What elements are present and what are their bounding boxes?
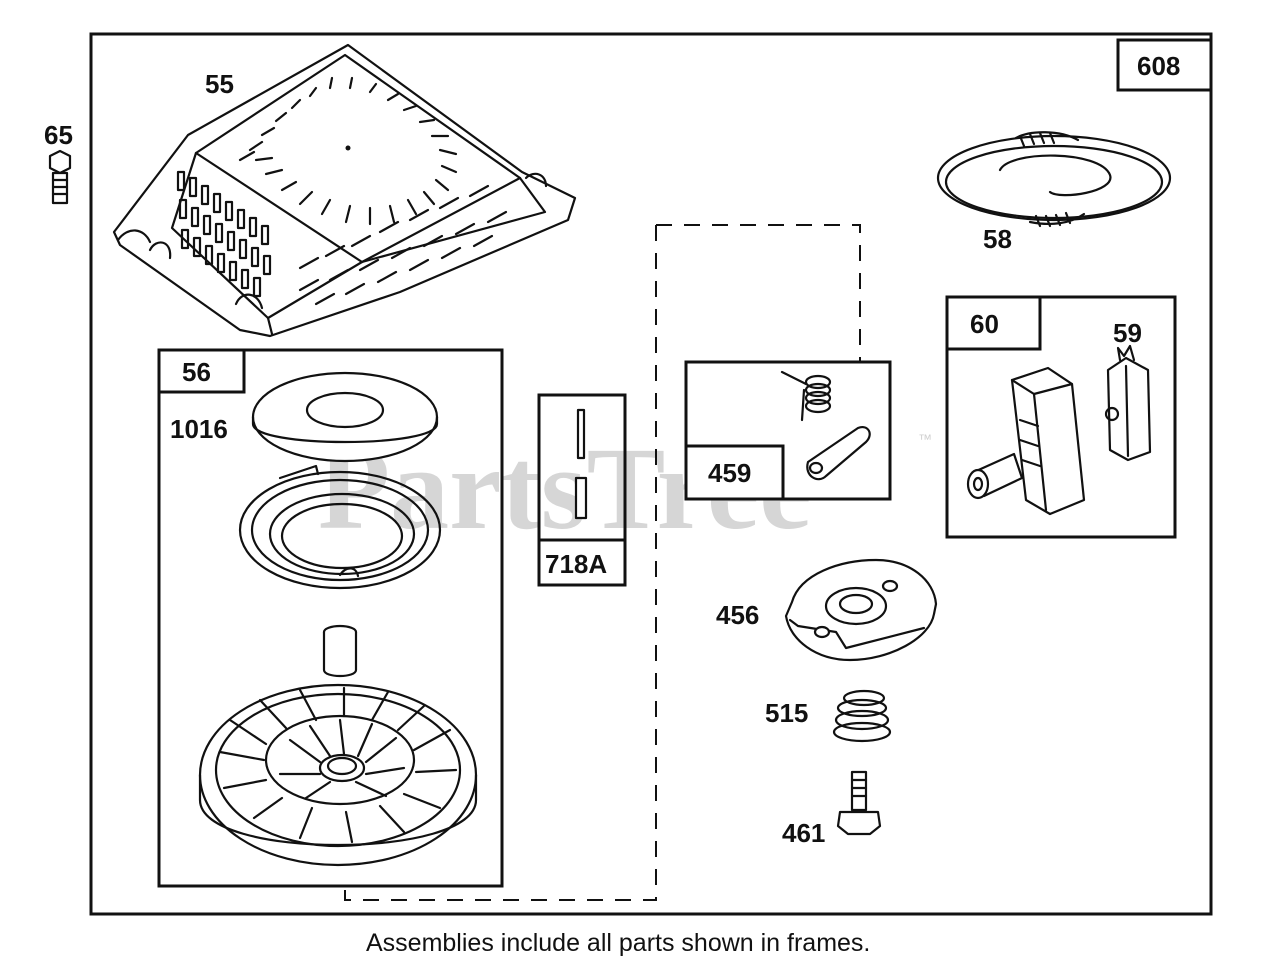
- outer-frame: [89, 32, 1213, 916]
- frame-718a: [537, 393, 627, 587]
- label-65: 65: [44, 120, 73, 150]
- part-1016-washer: [251, 371, 439, 463]
- pulley-pin: [322, 624, 358, 678]
- recoil-spring: [238, 464, 442, 590]
- rope-coil-marks: [1018, 131, 1072, 228]
- bolt-head: [48, 149, 72, 175]
- part-515-spring: 515: [765, 689, 892, 743]
- assembly-connector-lines: [344, 224, 861, 901]
- assembly-box-459: 459: [684, 360, 892, 501]
- connector-top: [656, 224, 861, 362]
- label-461: 461: [782, 818, 825, 848]
- assembly-box-60: 60 59: [945, 295, 1177, 539]
- label-55: 55: [205, 69, 234, 99]
- part-65-bolt: 65: [44, 120, 73, 205]
- caption: Assemblies include all parts shown in fr…: [366, 929, 870, 957]
- roll-pin: [576, 408, 586, 460]
- pawl: [806, 426, 871, 481]
- part-58-starter-rope: 58: [936, 131, 1172, 254]
- label-608: 608: [1137, 51, 1180, 81]
- watermark-trademark: ™: [918, 431, 932, 447]
- frame-60: [945, 295, 1177, 539]
- assembly-box-608: 608: [1116, 38, 1213, 92]
- box-60: [945, 295, 1042, 351]
- side-vent-slots-left: [176, 170, 272, 298]
- label-58: 58: [983, 224, 1012, 254]
- side-vent-slots-right: [298, 184, 508, 306]
- connector-left: [344, 225, 657, 901]
- label-456: 456: [716, 600, 759, 630]
- dowel-pin: [574, 476, 588, 520]
- frame-56: [157, 348, 504, 888]
- label-60: 60: [970, 309, 999, 339]
- label-1016: 1016: [170, 414, 228, 444]
- part-55-housing: 55: [112, 43, 577, 338]
- starter-pulley: [198, 683, 478, 867]
- label-56: 56: [182, 357, 211, 387]
- pulley-fins: [218, 686, 458, 844]
- label-718a: 718A: [545, 549, 607, 579]
- handle-insert: [1104, 344, 1152, 462]
- pawl-spring: [780, 370, 832, 422]
- label-459: 459: [708, 458, 751, 488]
- box-608: [1116, 38, 1213, 92]
- label-515: 515: [765, 698, 808, 728]
- part-456-ratchet: 456: [716, 558, 938, 662]
- pulley-hub-spokes: [278, 718, 406, 800]
- starter-handle: [966, 366, 1086, 516]
- label-59: 59: [1113, 318, 1142, 348]
- part-461-screw: 461: [782, 770, 882, 848]
- box-56: [157, 348, 246, 394]
- assembly-box-718a: 718A: [537, 393, 627, 587]
- assembly-box-56: 56 1016: [157, 348, 504, 888]
- top-vent-slots: [238, 76, 458, 226]
